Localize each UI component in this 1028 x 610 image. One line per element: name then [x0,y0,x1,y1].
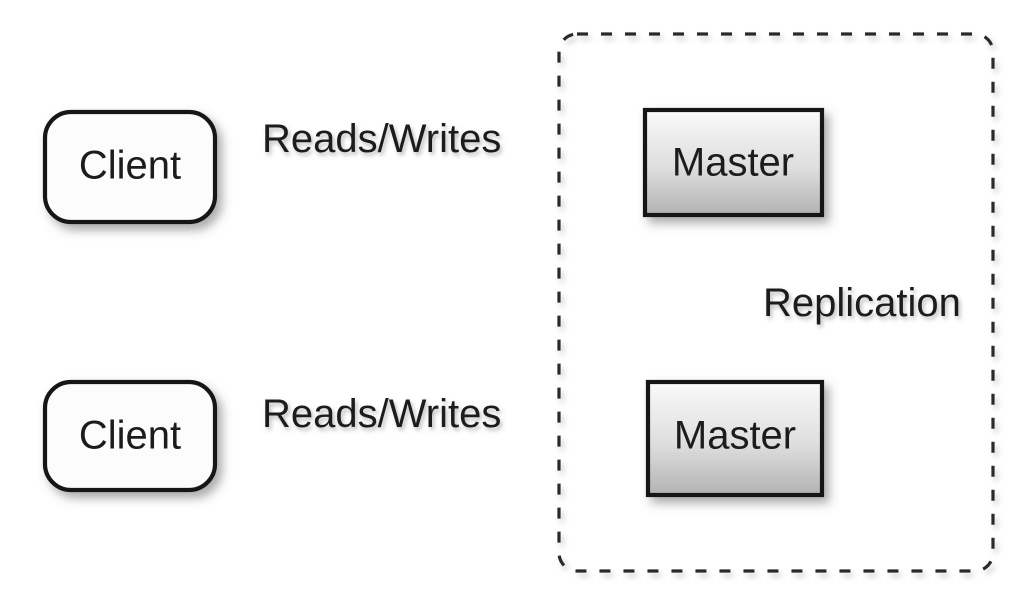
node-client-top[interactable]: Client [42,109,218,225]
edge-client-bottom-to-master-bottom: Reads/Writes [215,392,647,448]
client-top-label: Client [79,144,181,188]
node-client-bottom[interactable]: Client [42,379,218,493]
master-top-label: Master [672,141,794,185]
edge-label-replication: Replication [763,281,961,325]
master-cluster-boundary [557,32,995,573]
edge-label-reads-writes-bottom: Reads/Writes [262,392,501,436]
master-bottom-label: Master [674,414,796,458]
node-master-bottom[interactable]: Master [645,379,825,498]
client-top-shape[interactable] [42,109,218,225]
edge-master-replication: Replication [723,225,961,374]
edge-client-top-to-master-top: Reads/Writes [215,117,644,175]
edge-label-reads-writes-top: Reads/Writes [262,117,501,161]
master-bottom-shape[interactable] [645,379,825,498]
node-master-top[interactable]: Master [642,107,825,218]
client-bottom-label: Client [79,414,181,458]
client-bottom-shape[interactable] [42,379,218,493]
master-top-shape[interactable] [642,107,825,218]
